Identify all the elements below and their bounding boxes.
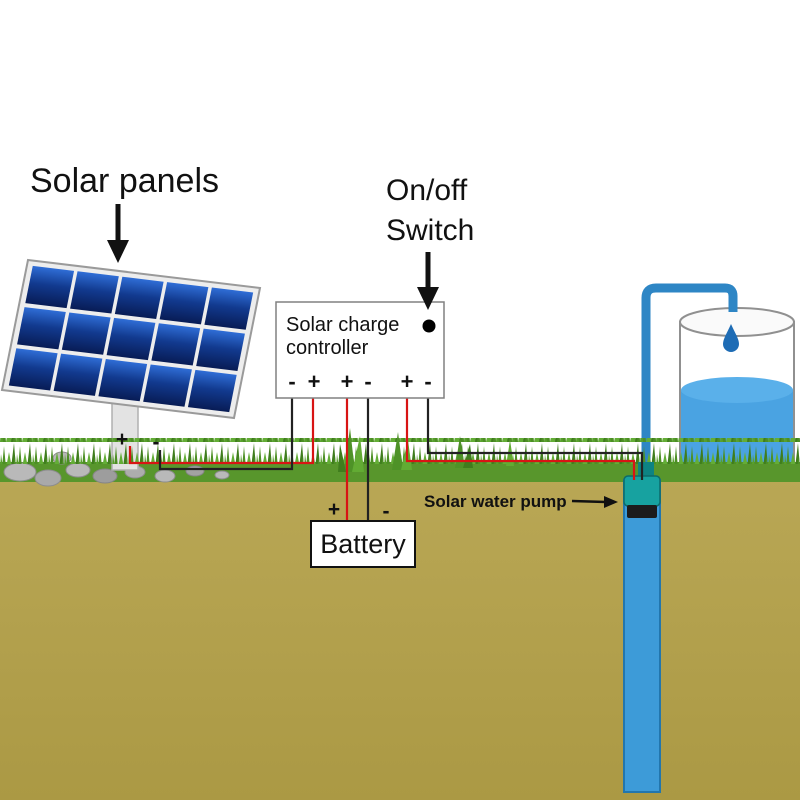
solar-panel-cell <box>196 328 245 371</box>
pump-body <box>623 475 661 507</box>
rock <box>92 468 118 484</box>
rock <box>214 470 230 480</box>
solar-panel-cell <box>106 317 156 361</box>
battery: + - Battery <box>310 498 416 568</box>
rock <box>3 462 37 482</box>
solar-panel-cell <box>17 307 66 350</box>
solar-panel-cell <box>114 276 164 319</box>
wiring <box>128 398 644 521</box>
onoff-switch-dot[interactable] <box>422 319 436 333</box>
wire-positive-panel <box>128 398 315 465</box>
charge-controller: Solar charge controller - + + - + - <box>275 301 445 399</box>
solar-panel-cell <box>8 348 58 391</box>
wire-negative-pump <box>426 398 644 480</box>
controller-terminal-4: - <box>364 369 371 394</box>
rocks <box>3 451 230 487</box>
solar-panel-cell <box>70 271 119 314</box>
arrow-head <box>417 287 439 310</box>
controller-terminal-2: + <box>308 369 321 394</box>
pump-base <box>627 505 657 518</box>
panel-terminal-plus: + <box>116 428 128 451</box>
rock <box>65 462 91 478</box>
controller-terminal-5: + <box>401 369 414 394</box>
wire-positive-pump <box>405 398 636 480</box>
water-pipe <box>641 283 738 470</box>
solar-panel-cells <box>8 265 254 413</box>
well-column <box>623 479 661 793</box>
grass-tuft <box>392 432 403 470</box>
rock <box>154 469 176 483</box>
solar-panel <box>0 258 262 420</box>
tank-water-surface <box>681 377 793 403</box>
solar-panel-cell <box>187 369 237 413</box>
label-solar-water-pump: Solar water pump <box>424 492 567 511</box>
battery-box <box>310 520 416 568</box>
battery-label: Battery <box>320 529 406 559</box>
panel-terminal-minus: - <box>153 431 160 454</box>
water-droplet <box>723 324 739 352</box>
arrow-head <box>604 496 618 508</box>
battery-terminal-plus: + <box>328 498 340 521</box>
controller-label-line2: controller <box>286 337 369 359</box>
rock <box>34 469 62 487</box>
grass-tuft <box>338 444 346 472</box>
battery-terminal-minus: - <box>383 500 390 523</box>
arrow-solar-panels <box>107 204 129 263</box>
solar-panel-cell <box>53 353 103 396</box>
wire-negative-panel <box>158 398 294 471</box>
controller-box <box>275 301 445 399</box>
controller-terminal-3: + <box>341 369 354 394</box>
arrow-shaft <box>571 499 607 504</box>
rock <box>185 465 205 477</box>
controller-terminal-1: - <box>288 369 295 394</box>
solar-panel-cell <box>25 265 75 309</box>
arrow-solar-water-pump <box>571 496 618 508</box>
solar-panel-cell <box>204 287 254 330</box>
tank-top-opening <box>679 307 795 337</box>
arrow-head <box>107 240 129 263</box>
solar-panel-cell <box>98 359 148 402</box>
label-solar-panels: Solar panels <box>30 162 219 200</box>
arrow-onoff-switch <box>417 252 439 310</box>
solar-panel-cell <box>159 282 209 325</box>
controller-terminal-6: - <box>424 369 431 394</box>
solar-panel-cell <box>151 323 201 366</box>
label-onoff-line1: On/off <box>386 174 468 207</box>
grass-tuft <box>352 436 364 472</box>
controller-label-line1: Solar charge <box>286 314 399 336</box>
solar-panel-cell <box>61 312 111 355</box>
label-onoff-line2: Switch <box>386 214 474 247</box>
solar-panel-cell <box>143 364 192 407</box>
